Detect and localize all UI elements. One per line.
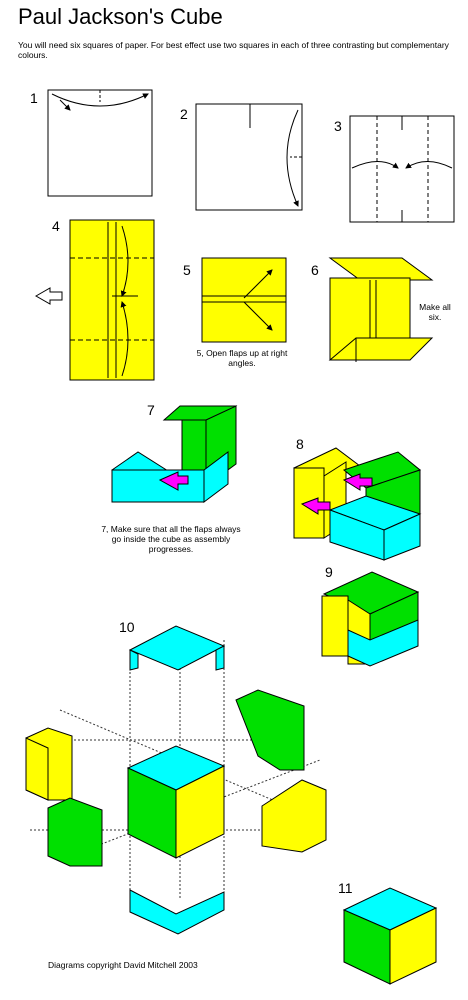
step-number-9: 9 [325,564,333,580]
step-number-2: 2 [180,106,188,122]
step-number-7: 7 [147,402,155,418]
step10-exploded [25,625,327,935]
step-number-11: 11 [338,880,353,896]
step4-folded-panel [34,219,155,381]
intro-text: You will need six squares of paper. For … [18,40,449,60]
copyright-text: Diagrams copyright David Mitchell 2003 [48,960,198,970]
step-number-10: 10 [119,619,135,635]
page-title: Paul Jackson's Cube [18,4,223,29]
step-number-1: 1 [30,90,38,106]
step2-square [195,103,303,211]
step7-caption: 7, Make sure that all the flaps always g… [101,524,241,554]
step11-cube [342,887,438,985]
step6-caption: Make all six. [419,302,451,322]
step-number-3: 3 [334,118,342,134]
step-number-8: 8 [296,436,304,452]
step-number-5: 5 [183,262,191,278]
step-number-4: 4 [52,218,60,234]
step-number-6: 6 [311,262,319,278]
step7-assembly [111,405,238,503]
step1-square [47,89,153,197]
step5-caption: 5, Open flaps up at right angles. [196,348,288,368]
step8-assembly [293,447,422,561]
step6-unit [328,257,434,362]
step9-assembly [321,571,420,667]
step3-square [349,115,455,223]
step5-panel [201,257,287,343]
